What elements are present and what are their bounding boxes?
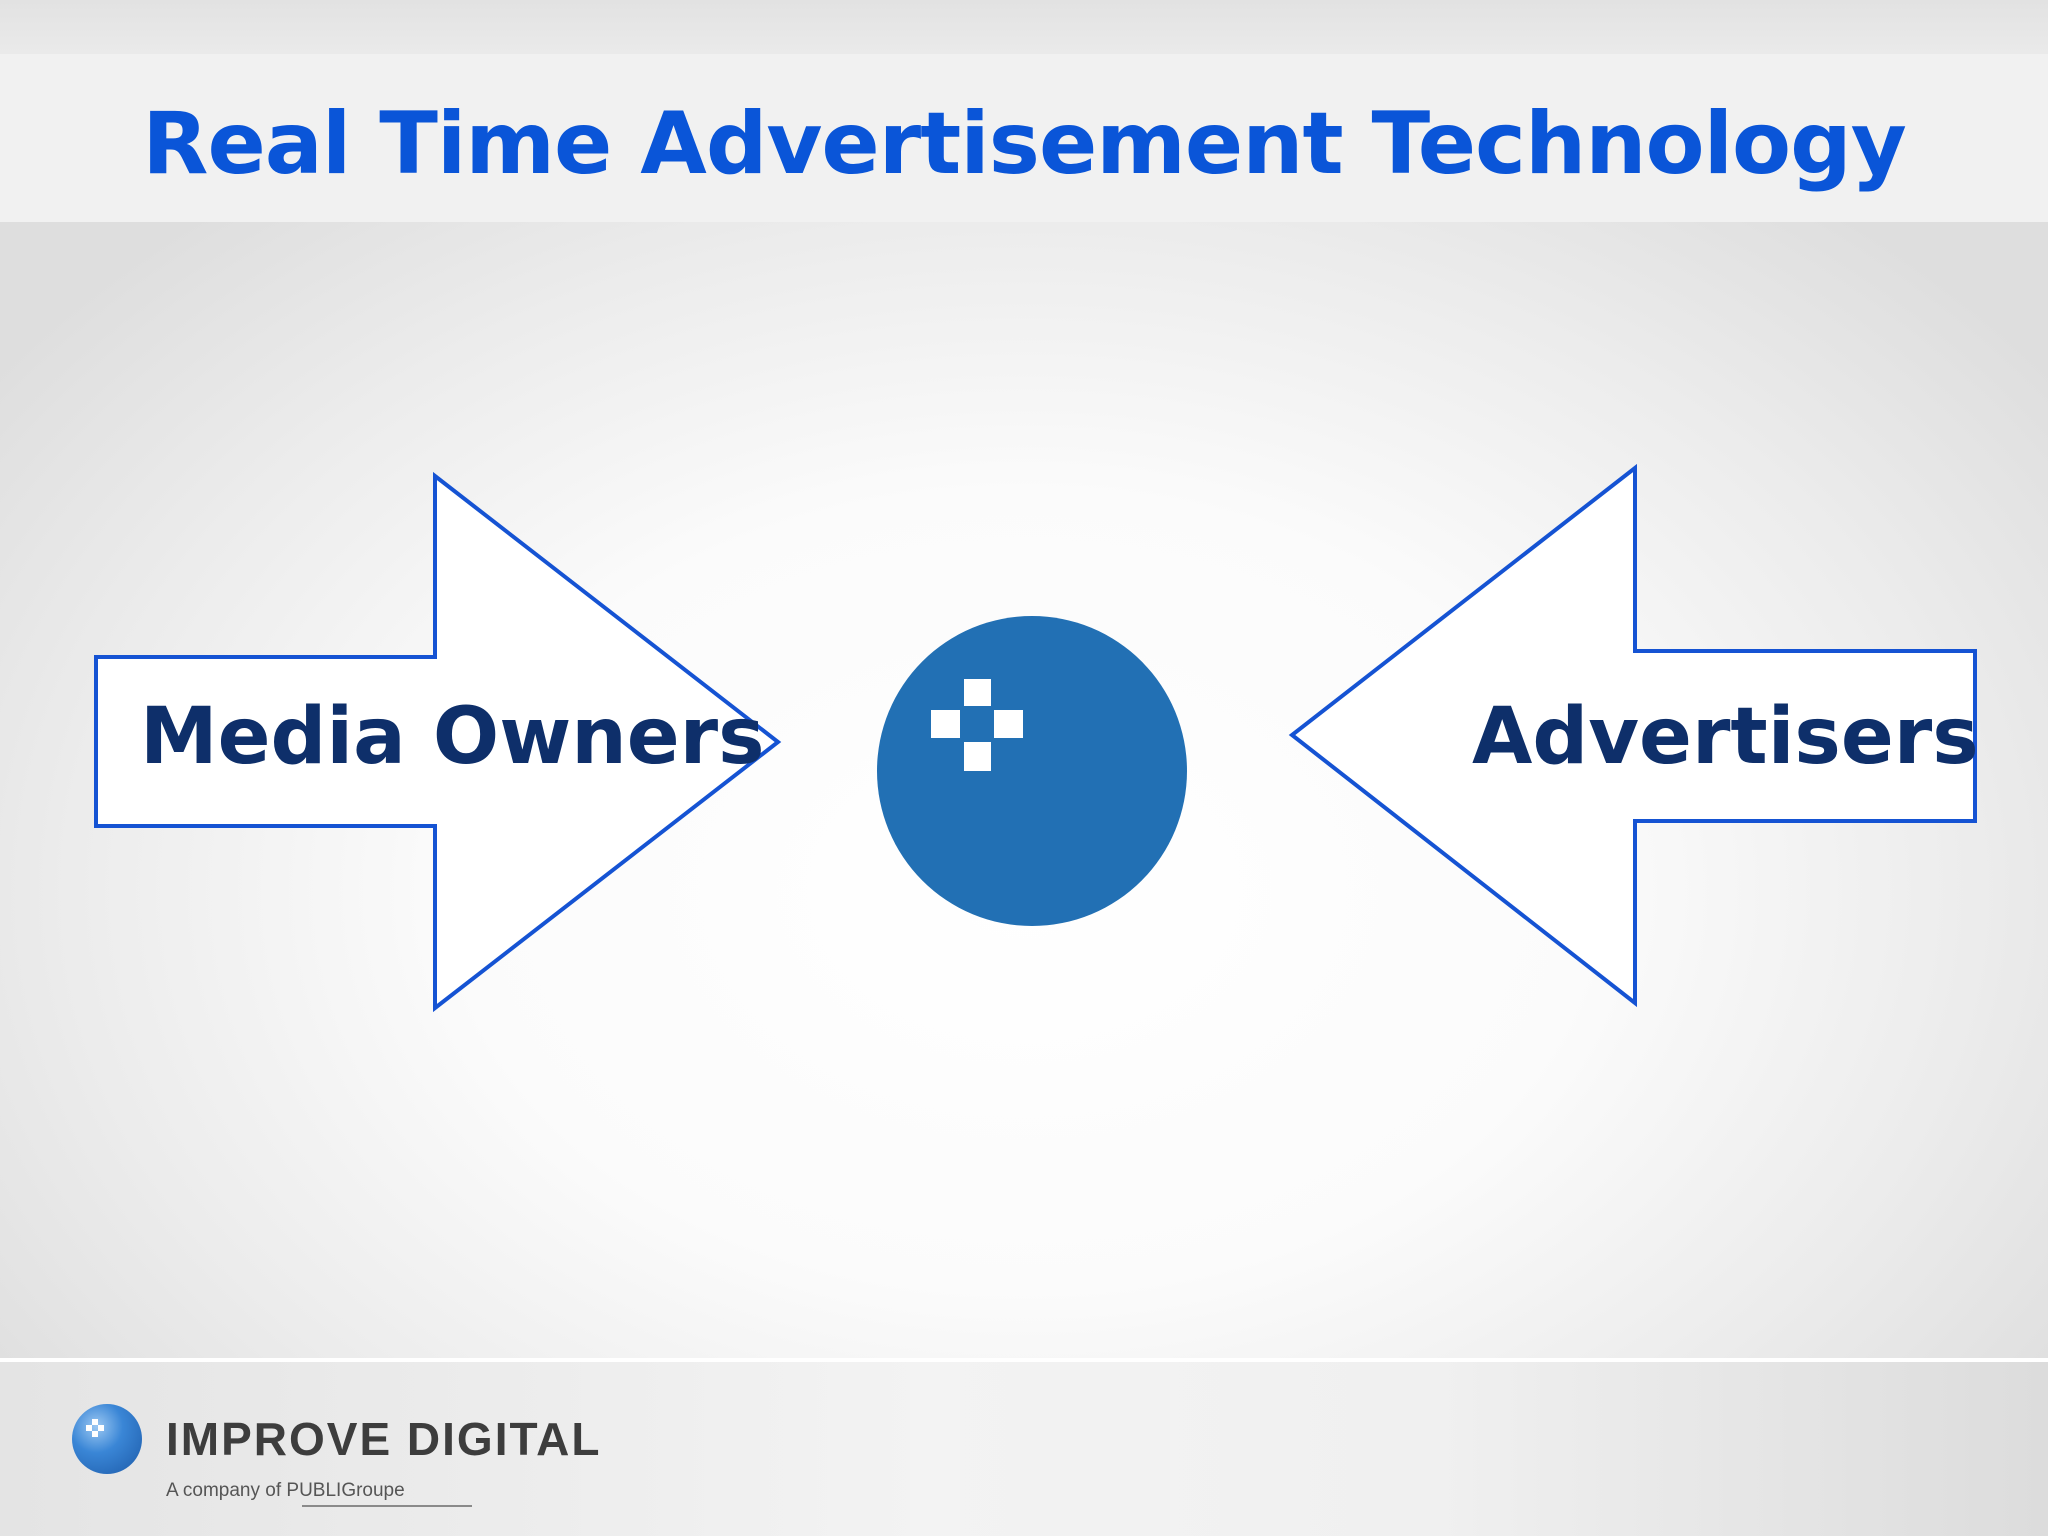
- slide-title: Real Time Advertisement Technology: [142, 94, 1907, 194]
- left-arrow-shape: [1288, 463, 1977, 1008]
- media-owners-arrow: Media Owners: [94, 471, 782, 1013]
- improve-digital-logo-icon: [931, 679, 1023, 771]
- center-circle: [877, 616, 1187, 926]
- advertisers-arrow: Advertisers: [1288, 463, 1979, 1008]
- brand-name: IMPROVE DIGITAL: [166, 1413, 602, 1465]
- media-owners-label: Media Owners: [140, 692, 765, 782]
- brand-logo-icon: [72, 1404, 142, 1474]
- top-strip: [0, 0, 2048, 54]
- right-arrow-shape: [94, 471, 782, 1013]
- footer-band: [0, 1362, 2048, 1536]
- footer-divider: [0, 1358, 2048, 1362]
- tagline-underline: [302, 1505, 472, 1507]
- center-logo: [877, 616, 1187, 926]
- title-band: [0, 54, 2048, 222]
- brand-tagline: A company of PUBLIGroupe: [166, 1480, 405, 1501]
- advertisers-label: Advertisers: [1472, 692, 1979, 782]
